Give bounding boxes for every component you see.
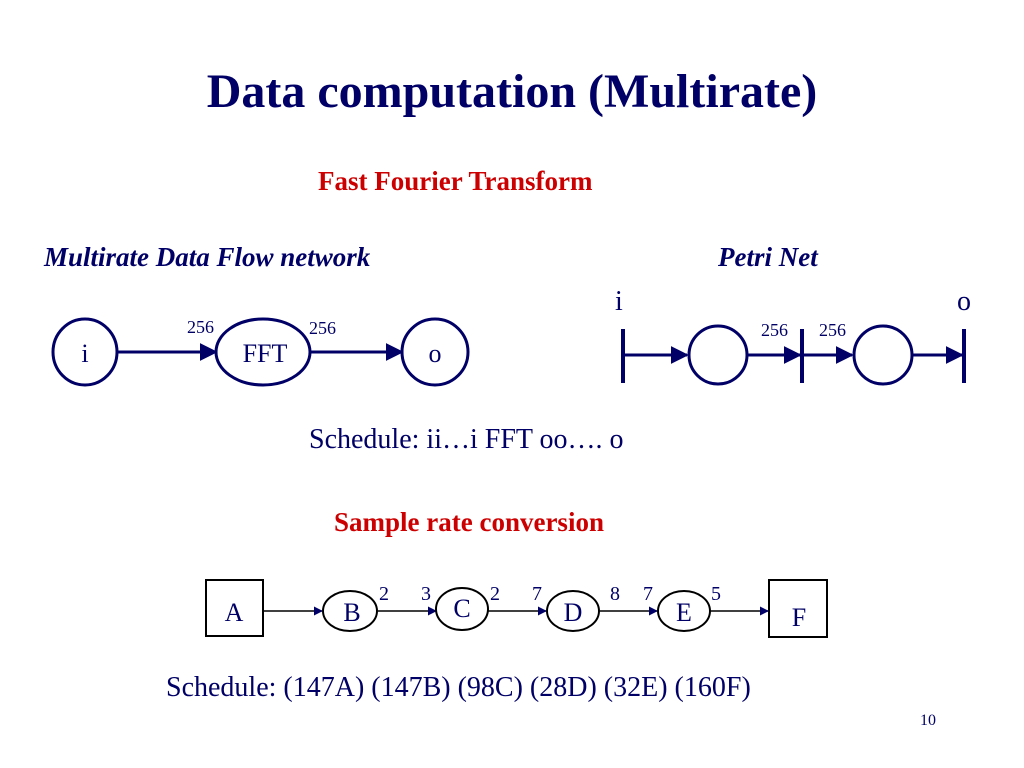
mdf-rate-label: 256 <box>309 318 336 338</box>
src-rate-label: 2 <box>490 583 500 605</box>
src-node-f <box>768 579 828 638</box>
page-number: 10 <box>920 712 936 729</box>
fft-heading: Fast Fourier Transform <box>318 166 593 196</box>
mdf-rate-label: 256 <box>187 317 214 337</box>
src-node-e-label: E <box>676 598 692 627</box>
mdf-node-i <box>51 317 119 387</box>
src-rate-label: 7 <box>643 583 653 605</box>
src-rate-label: 2 <box>379 583 389 605</box>
src-rate-label: 3 <box>421 583 431 605</box>
src-node-b <box>322 590 378 632</box>
src-rate-label: 8 <box>610 583 620 605</box>
mdf-node-fft-label: FFT <box>243 339 288 368</box>
mdf-node-i-label: i <box>81 339 88 368</box>
src-rate-label: 5 <box>711 583 721 605</box>
mdf-node-o-label: o <box>429 339 442 368</box>
mdf-network-label: Multirate Data Flow network <box>44 242 371 272</box>
src-node-e <box>657 590 711 632</box>
src-rate-label: 7 <box>532 583 542 605</box>
petri-net-label: Petri Net <box>718 242 818 272</box>
src-node-c <box>435 587 489 631</box>
petri-rate-label: 256 <box>761 320 788 340</box>
petri-place-2 <box>852 324 914 386</box>
fft-schedule: Schedule: ii…i FFT oo…. o <box>309 424 624 455</box>
src-node-d <box>546 590 600 632</box>
src-node-b-label: B <box>343 598 360 627</box>
src-node-f-label: F <box>792 603 806 632</box>
src-node-a <box>205 579 264 637</box>
petri-output-label: o <box>957 286 971 317</box>
petri-place-1 <box>687 324 749 386</box>
src-node-c-label: C <box>453 594 470 623</box>
mdf-node-o <box>400 317 470 387</box>
slide-title: Data computation (Multirate) <box>206 65 818 118</box>
src-node-d-label: D <box>564 598 583 627</box>
src-schedule: Schedule: (147A) (147B) (98C) (28D) (32E… <box>166 672 751 703</box>
petri-rate-label: 256 <box>819 320 846 340</box>
petri-input-label: i <box>615 286 623 317</box>
mdf-node-fft <box>214 317 312 387</box>
src-node-a-label: A <box>225 598 244 627</box>
src-heading: Sample rate conversion <box>334 507 604 537</box>
